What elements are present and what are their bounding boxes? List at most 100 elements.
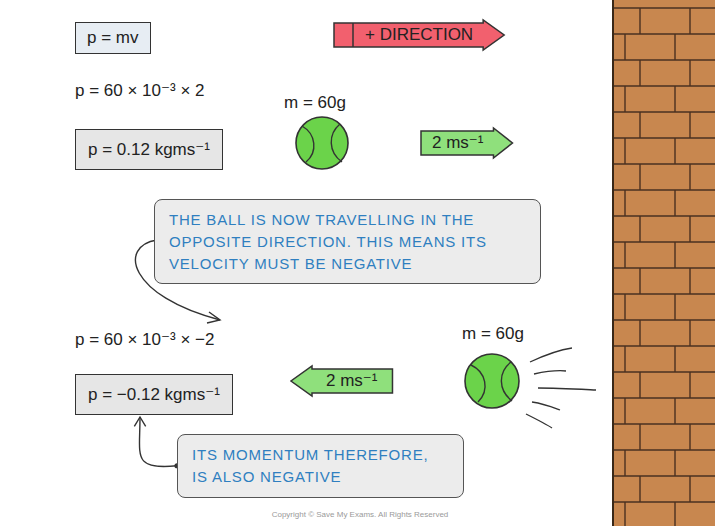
velocity-arrow: 2 ms⁻¹: [290, 366, 393, 396]
formula-text: p = 60 × 10⁻³ × 2: [75, 80, 204, 101]
mortar-joint: [639, 112, 640, 138]
mortar-line: [613, 449, 715, 450]
formula-text: p = 60 × 10⁻³ × −2: [75, 329, 214, 350]
node-text: p = 0.12 kgms⁻¹: [88, 139, 210, 160]
node-text: THE BALL IS NOW TRAVELLING IN THE OPPOSI…: [169, 209, 526, 274]
mortar-line: [613, 111, 715, 112]
mortar-line: [613, 163, 715, 164]
arrow-notch: [352, 23, 354, 47]
result-box: p = −0.12 kgms⁻¹: [75, 374, 233, 415]
ball-seam: [302, 126, 314, 162]
ball-seam: [471, 365, 485, 402]
mortar-line: [613, 293, 715, 294]
arrow-head: [134, 417, 145, 426]
mortar-joint: [674, 34, 675, 60]
ball-seam: [331, 124, 342, 162]
wall-fill: [613, 0, 715, 526]
mortar-joint: [674, 450, 675, 476]
mortar-joint: [689, 112, 690, 138]
mortar-line: [613, 319, 715, 320]
node-text: p = −0.12 kgms⁻¹: [88, 384, 220, 405]
mortar-joint: [639, 164, 640, 190]
mortar-joint: [689, 8, 690, 34]
mortar-joint: [689, 60, 690, 86]
mortar-line: [613, 397, 715, 398]
arrow-outline: [334, 20, 504, 50]
mortar-joint: [689, 268, 690, 294]
node-text: 2 ms⁻¹: [432, 133, 483, 153]
mortar-line: [613, 215, 715, 216]
mortar-line: [613, 7, 715, 8]
mortar-line: [613, 371, 715, 372]
mortar-joint: [674, 138, 675, 164]
mortar-joint: [639, 216, 640, 242]
mortar-joint: [624, 242, 625, 268]
note-callout: THE BALL IS NOW TRAVELLING IN THE OPPOSI…: [154, 199, 541, 284]
mortar-line: [613, 241, 715, 242]
ball-2: [465, 348, 596, 428]
arrow-outline: [291, 366, 392, 396]
mortar-joint: [674, 502, 675, 526]
mortar-line: [613, 475, 715, 476]
result-box: p = 0.12 kgms⁻¹: [75, 129, 223, 170]
mortar-joint: [674, 190, 675, 216]
ball: [296, 117, 348, 169]
formula-box: p = mv: [75, 22, 151, 54]
node-text: ITS MOMENTUM THEREFORE, IS ALSO NEGATIVE: [192, 444, 449, 488]
arrow-outline: [421, 128, 512, 158]
mortar-line: [613, 189, 715, 190]
mortar-line: [613, 59, 715, 60]
mortar-line: [613, 501, 715, 502]
mortar-joint: [624, 86, 625, 112]
mortar-line: [613, 85, 715, 86]
mortar-joint: [639, 268, 640, 294]
mortar-line: [613, 423, 715, 424]
leader-head: [207, 312, 220, 323]
mortar-joint: [674, 346, 675, 372]
mortar-joint: [689, 216, 690, 242]
mortar-joint: [689, 424, 690, 450]
brick-lines: [613, 8, 715, 526]
mortar-joint: [639, 8, 640, 34]
mortar-joint: [674, 294, 675, 320]
mortar-line: [613, 267, 715, 268]
mortar-line: [613, 137, 715, 138]
mortar-joint: [624, 294, 625, 320]
mortar-line: [613, 33, 715, 34]
mortar-joint: [639, 60, 640, 86]
mortar-joint: [639, 372, 640, 398]
mortar-joint: [689, 372, 690, 398]
note-callout: ITS MOMENTUM THEREFORE, IS ALSO NEGATIVE: [177, 434, 464, 498]
motion-lines: [526, 348, 596, 428]
copyright-watermark: Copyright © Save My Exams. All Rights Re…: [272, 510, 449, 519]
node-text: 2 ms⁻¹: [326, 371, 377, 391]
mortar-joint: [624, 450, 625, 476]
leader-connector: [134, 417, 179, 468]
mortar-joint: [674, 242, 675, 268]
mortar-joint: [624, 190, 625, 216]
mortar-joint: [689, 320, 690, 346]
mortar-joint: [674, 86, 675, 112]
mortar-joint: [639, 320, 640, 346]
ball-seam: [501, 362, 512, 401]
mortar-joint: [639, 424, 640, 450]
mass-label: m = 60g: [462, 324, 524, 344]
mortar-joint: [624, 398, 625, 424]
ball: [465, 354, 519, 408]
mortar-joint: [674, 398, 675, 424]
ball-1: [296, 117, 348, 169]
mortar-joint: [689, 476, 690, 502]
node-text: + DIRECTION: [365, 25, 473, 45]
velocity-arrow: 2 ms⁻¹: [420, 128, 513, 158]
direction-arrow: + DIRECTION: [333, 20, 505, 50]
mortar-joint: [624, 138, 625, 164]
mortar-joint: [624, 34, 625, 60]
wall-edge: [612, 0, 614, 526]
mortar-joint: [624, 346, 625, 372]
mass-label: m = 60g: [284, 93, 346, 113]
mortar-joint: [639, 476, 640, 502]
mortar-joint: [689, 164, 690, 190]
mortar-line: [613, 345, 715, 346]
brick-wall: [613, 0, 715, 526]
